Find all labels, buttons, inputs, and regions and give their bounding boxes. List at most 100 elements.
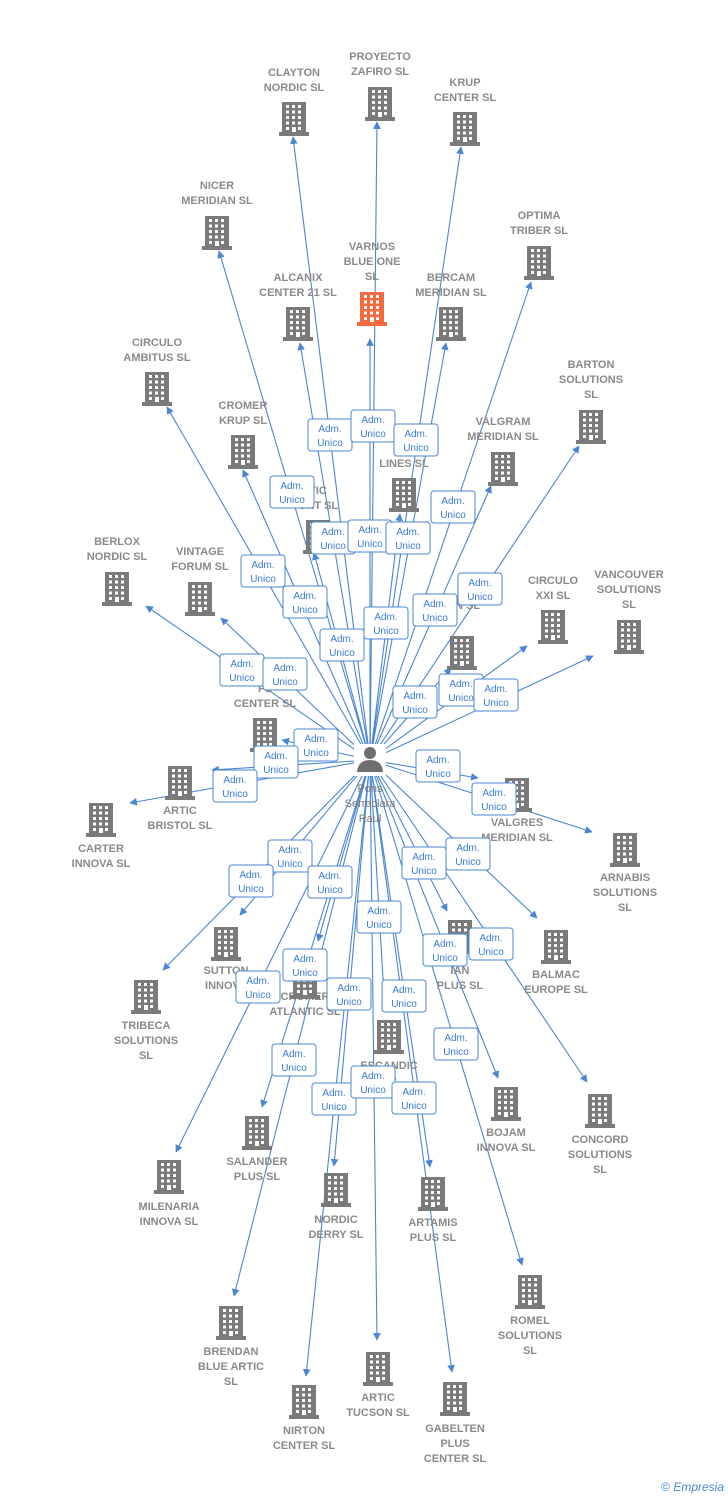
- role-badge[interactable]: Adm.Unico: [326, 977, 372, 1011]
- role-badge[interactable]: Adm.Unico: [212, 769, 258, 803]
- role-badge[interactable]: Adm.Unico: [219, 653, 265, 687]
- role-badge[interactable]: Adm.Unico: [271, 1043, 317, 1077]
- role-badge[interactable]: Adm.Unico: [412, 593, 458, 627]
- role-badge[interactable]: Adm.Unico: [262, 657, 308, 691]
- badge-line-1: Adm.: [273, 663, 296, 674]
- brand-logo[interactable]: Empresia: [673, 1480, 724, 1494]
- badge-line-1: Adm.: [293, 954, 316, 965]
- role-badge[interactable]: Adm.Unico: [445, 837, 491, 871]
- role-badge[interactable]: Adm.Unico: [235, 970, 281, 1004]
- role-badge[interactable]: Adm.Unico: [293, 728, 339, 762]
- role-badge[interactable]: Adm.Unico: [393, 423, 439, 457]
- role-badge[interactable]: Adm.Unico: [347, 519, 393, 553]
- company-label-line: VANCOUVER: [594, 569, 664, 581]
- role-badge[interactable]: Adm.Unico: [267, 839, 313, 873]
- role-badge[interactable]: Adm.Unico: [356, 900, 402, 934]
- role-badge[interactable]: Adm.Unico: [468, 927, 514, 961]
- badge-line-1: Adm.: [278, 845, 301, 856]
- role-badge[interactable]: Adm.Unico: [433, 1027, 479, 1061]
- company-label-line: INNOVA SL: [477, 1142, 536, 1154]
- footer-brand: © Empresia: [661, 1480, 724, 1494]
- role-badge[interactable]: Adm.Unico: [350, 1065, 396, 1099]
- role-badge[interactable]: Adm.Unico: [282, 585, 328, 619]
- role-badge[interactable]: Adm.Unico: [385, 521, 431, 555]
- role-badge[interactable]: Adm.Unico: [391, 1081, 437, 1115]
- building-icon: [541, 930, 571, 964]
- badge-line-1: Adm.: [482, 788, 505, 799]
- role-badge[interactable]: Adm.Unico: [307, 418, 353, 452]
- role-badge[interactable]: Adm.Unico: [422, 933, 468, 967]
- role-badge[interactable]: Adm.Unico: [307, 865, 353, 899]
- role-badge[interactable]: Adm.Unico: [457, 572, 503, 606]
- role-badge[interactable]: Adm.Unico: [228, 864, 274, 898]
- role-badge[interactable]: Adm.Unico: [392, 685, 438, 719]
- badge-line-1: Adm.: [321, 527, 344, 538]
- badge-line-1: Adm.: [367, 906, 390, 917]
- role-badge[interactable]: Adm.Unico: [253, 745, 299, 779]
- role-badge[interactable]: Adm.Unico: [240, 554, 286, 588]
- role-badge[interactable]: Adm.Unico: [415, 749, 461, 783]
- building-icon: [488, 452, 518, 486]
- badge-line-2: Unico: [320, 541, 346, 552]
- company-label-line: ARNABIS: [600, 872, 650, 884]
- role-badge[interactable]: Adm.Unico: [319, 628, 365, 662]
- role-badge[interactable]: Adm.Unico: [401, 846, 447, 880]
- company-node-a-lines[interactable]: ALINES SL: [379, 443, 429, 512]
- badge-line-1: Adm.: [330, 634, 353, 645]
- role-badge[interactable]: Adm.Unico: [311, 1082, 357, 1116]
- company-label-line: SL: [618, 902, 632, 914]
- role-badge[interactable]: Adm.Unico: [430, 490, 476, 524]
- role-badge[interactable]: Adm.Unico: [381, 979, 427, 1013]
- role-badge[interactable]: Adm.Unico: [350, 409, 396, 443]
- role-badge[interactable]: Adm.Unico: [471, 782, 517, 816]
- role-badge[interactable]: Adm.Unico: [282, 948, 328, 982]
- badge-line-1: Adm.: [396, 527, 419, 538]
- role-badge[interactable]: Adm.Unico: [363, 606, 409, 640]
- company-label-line: EUROPE SL: [524, 984, 588, 996]
- role-badge[interactable]: Adm.Unico: [473, 678, 519, 712]
- company-label-line: ATLANTIC SL: [269, 1006, 341, 1018]
- role-badge[interactable]: Adm.Unico: [269, 475, 315, 509]
- badge-line-1: Adm.: [337, 983, 360, 994]
- badge-line-1: Adm.: [358, 525, 381, 536]
- building-icon: [357, 292, 387, 326]
